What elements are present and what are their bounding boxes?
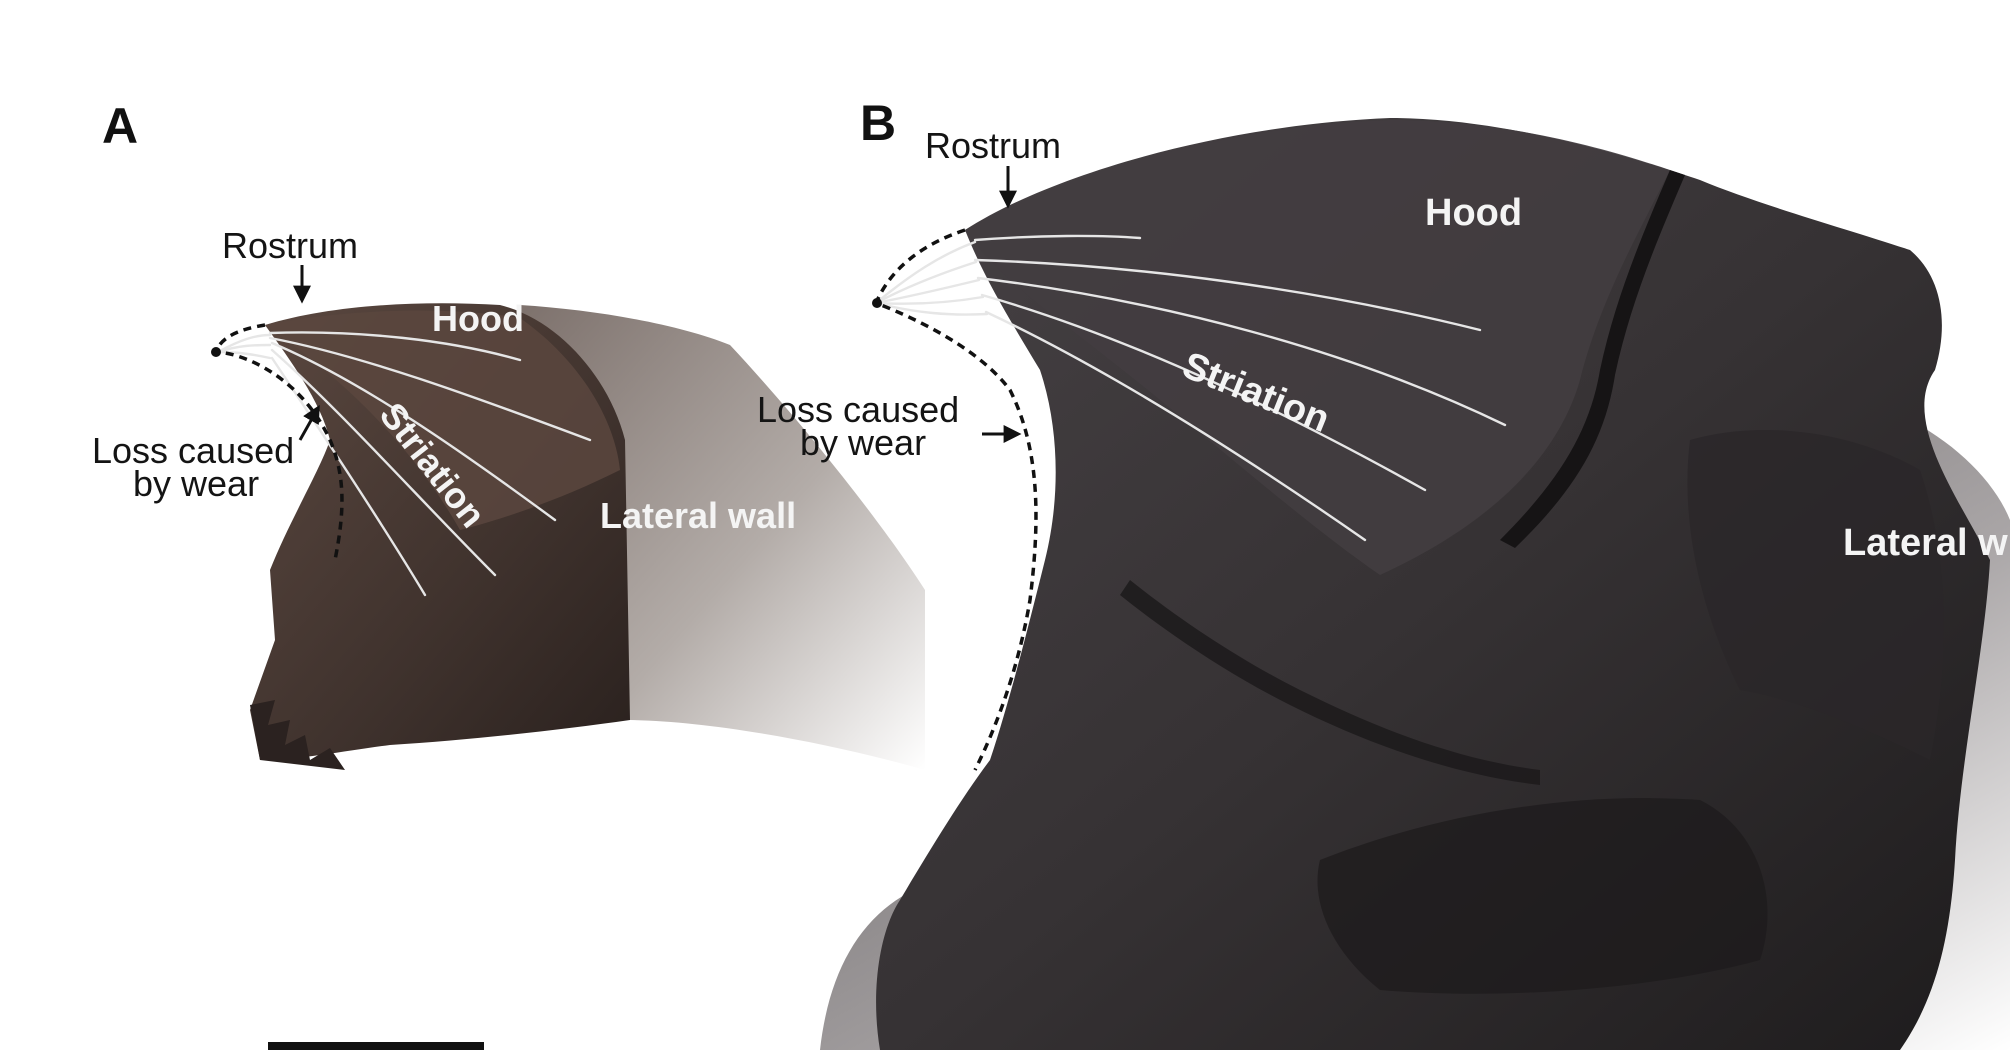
panel-b-letter: B [860, 95, 896, 151]
panel-b-lower-shadow [1317, 798, 1768, 994]
panel-b-loss-label-line1: Loss caused [757, 389, 959, 430]
panel-b-striation-line [973, 258, 1482, 332]
panel-a-hood-label: Hood [432, 298, 524, 339]
panel-b-striation-line [984, 310, 1367, 542]
panel-a-hood-plate [265, 310, 620, 530]
panel-a-dashed-outline [212, 323, 344, 561]
panel-b-crack [1120, 580, 1540, 785]
panel-b-striation-line [874, 240, 977, 305]
panel-b-striations [874, 234, 1507, 542]
panel-a-striation-line [270, 348, 497, 577]
panel-a-striation-line [268, 331, 522, 362]
panel-b-loss-label-line2: by wear [800, 422, 926, 463]
panel-a-loss-arrow [298, 404, 320, 441]
panel-a-rostrum-tip [211, 347, 221, 357]
panel-b-striation-line [874, 301, 989, 316]
panel-b: B [757, 95, 2010, 1050]
panel-b-rostrum-tip [872, 298, 882, 308]
panel-b-striation-line [980, 293, 1427, 492]
panel-a-loss-label-line1: Loss caused [92, 430, 294, 471]
panel-a: A Rostrum [92, 98, 925, 770]
panel-b-hood-plate [965, 120, 1670, 575]
panel-a-striation-line [270, 341, 557, 522]
panel-b-striation-line [976, 276, 1507, 427]
panel-a-letter: A [102, 98, 138, 154]
panel-a-lateral-wall-label: Lateral wall [600, 495, 796, 536]
panel-b-crack [1500, 170, 1685, 548]
panel-b-striation-line [874, 295, 985, 305]
panel-a-ragged-edge [250, 700, 345, 770]
panel-a-striation-line [216, 350, 272, 360]
panel-b-right-lobe [1687, 430, 1944, 760]
panel-b-striation-line [874, 260, 978, 305]
scale-bar [268, 1042, 484, 1050]
panel-b-lateral-wall-label: Lateral w [1843, 522, 2008, 564]
panel-a-loss-label-line2: by wear [133, 463, 259, 504]
panel-a-striation-line [268, 336, 592, 442]
panel-b-hood-label: Hood [1425, 192, 1522, 234]
panel-a-striation-line [216, 343, 272, 354]
panel-b-striation-line [973, 234, 1142, 242]
panel-a-rostrum-label: Rostrum [222, 225, 358, 266]
panel-b-rostrum-label: Rostrum [925, 125, 1061, 166]
panel-b-striation-line [874, 278, 981, 305]
